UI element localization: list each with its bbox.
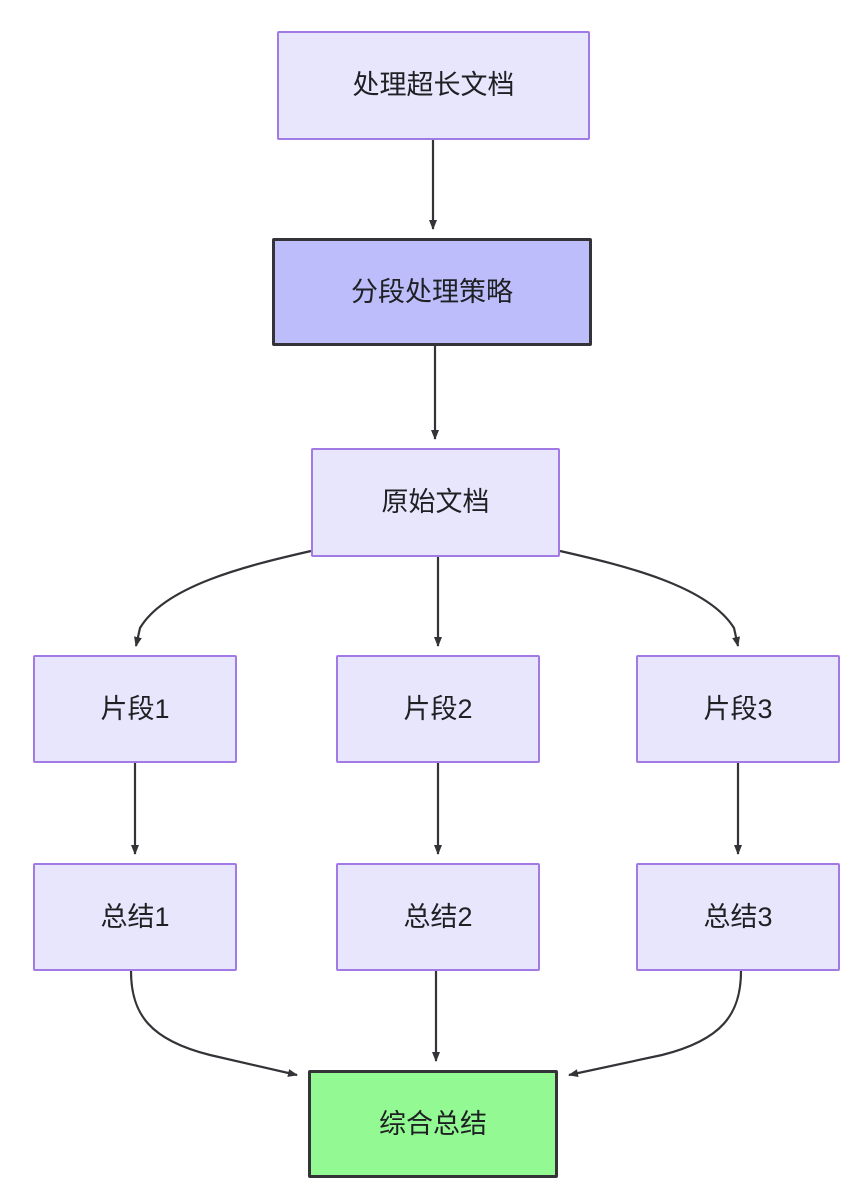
node-summary-2[interactable]: 总结2: [336, 863, 540, 971]
node-label: 总结2: [403, 901, 473, 932]
node-label: 片段3: [703, 693, 773, 724]
node-label: 片段1: [100, 693, 170, 724]
node-summary-3[interactable]: 总结3: [636, 863, 840, 971]
node-label: 总结1: [100, 901, 170, 932]
node-fragment-3[interactable]: 片段3: [636, 655, 840, 763]
edge-source-doc-to-fragment-3: [559, 549, 740, 647]
edge-summary-1-to-final-summary: [129, 970, 298, 1077]
node-source-doc[interactable]: 原始文档: [311, 448, 560, 557]
node-fragment-1[interactable]: 片段1: [33, 655, 237, 763]
edge-source-doc-to-fragment-1: [134, 549, 312, 647]
node-fragment-2[interactable]: 片段2: [336, 655, 540, 763]
node-label: 处理超长文档: [352, 70, 515, 101]
node-summary-1[interactable]: 总结1: [33, 863, 237, 971]
node-label: 原始文档: [381, 487, 490, 518]
node-label: 综合总结: [379, 1108, 487, 1139]
node-long-doc[interactable]: 处理超长文档: [277, 31, 590, 140]
node-label: 分段处理策略: [351, 276, 513, 307]
node-final-summary[interactable]: 综合总结: [308, 1070, 558, 1178]
node-label: 总结3: [703, 901, 773, 932]
edge-summary-3-to-final-summary: [568, 970, 743, 1078]
node-label: 片段2: [403, 693, 473, 724]
node-chunk-strategy[interactable]: 分段处理策略: [272, 238, 592, 346]
